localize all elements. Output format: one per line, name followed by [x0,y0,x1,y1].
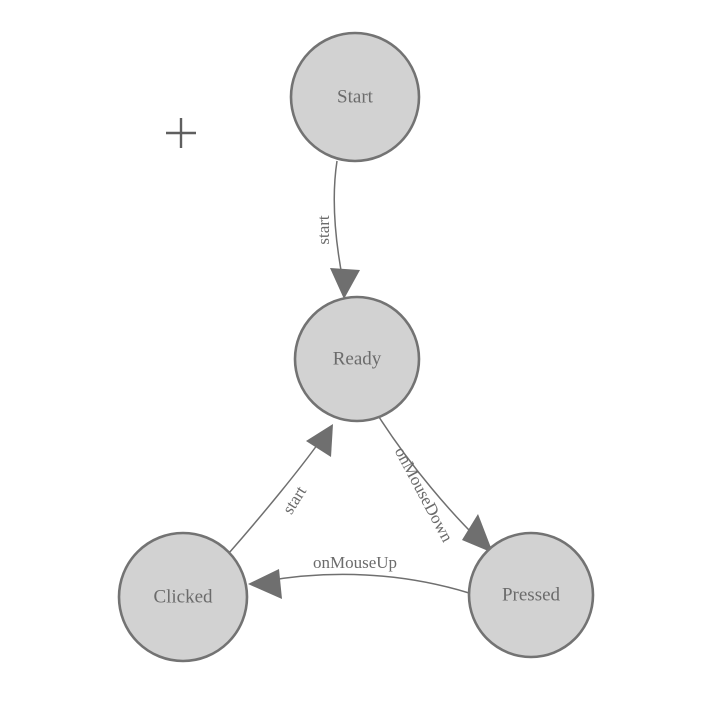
node-pressed-circle[interactable] [467,531,595,659]
edge-start-to-ready-label: start [314,215,333,245]
edge-clicked-to-ready[interactable]: start [228,424,333,554]
edge-start-to-ready[interactable]: start [314,160,360,299]
edge-ready-to-pressed-label: onMouseDown [391,444,457,546]
edge-clicked-to-ready-arrowhead [306,424,333,457]
edge-pressed-to-clicked-path[interactable] [265,573,470,594]
edge-pressed-to-clicked-arrowhead [248,569,282,599]
node-start-circle[interactable] [289,31,421,163]
edge-start-to-ready-path[interactable] [333,160,344,282]
node-pressed[interactable]: Pressed [467,531,595,659]
edge-clicked-to-ready-path[interactable] [228,440,321,554]
edge-ready-to-pressed-arrowhead [462,514,493,553]
edge-pressed-to-clicked[interactable]: onMouseUp [248,553,470,599]
edge-ready-to-pressed[interactable]: onMouseDown [378,416,493,553]
node-ready-label: Ready [333,348,382,369]
node-pressed-label: Pressed [502,584,561,605]
node-ready[interactable]: Ready [293,295,421,423]
node-start[interactable]: Start [289,31,421,163]
edge-pressed-to-clicked-label: onMouseUp [313,553,397,572]
node-clicked-circle[interactable] [117,531,249,663]
node-start-label: Start [337,86,374,107]
edge-start-to-ready-arrowhead [330,268,360,299]
node-clicked[interactable]: Clicked [117,531,249,663]
node-clicked-label: Clicked [153,586,213,607]
crosshair-icon [166,118,196,148]
node-ready-circle[interactable] [293,295,421,423]
